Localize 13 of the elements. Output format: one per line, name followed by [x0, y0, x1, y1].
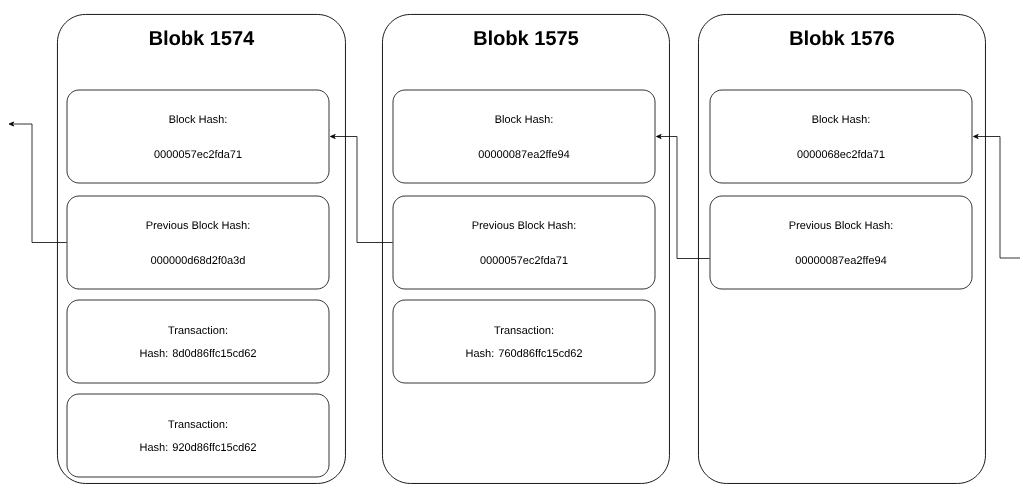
- hash-box: Block Hash: 0000057ec2fda71: [66, 89, 330, 184]
- arrow: [330, 134, 393, 243]
- hash-box: Block Hash: 00000087ea2ffe94: [392, 89, 656, 184]
- arrow: [973, 134, 1021, 259]
- hash-box: Previous Block Hash: 00000087ea2ffe94: [709, 195, 973, 290]
- hash-box: Transaction: Hash: 920d86ffc15cd62: [66, 393, 330, 478]
- hash-box: Transaction: Hash: 760d86ffc15cd62: [392, 299, 656, 384]
- hash-box: Previous Block Hash: 000000d68d2f0a3d: [66, 195, 330, 290]
- arrow: [8, 121, 67, 243]
- hash-box: Block Hash: 0000068ec2fda71: [709, 89, 973, 184]
- hash-box: Transaction: Hash: 8d0d86ffc15cd62: [66, 299, 330, 384]
- hash-box: Previous Block Hash: 0000057ec2fda71: [392, 195, 656, 290]
- arrow: [656, 134, 710, 259]
